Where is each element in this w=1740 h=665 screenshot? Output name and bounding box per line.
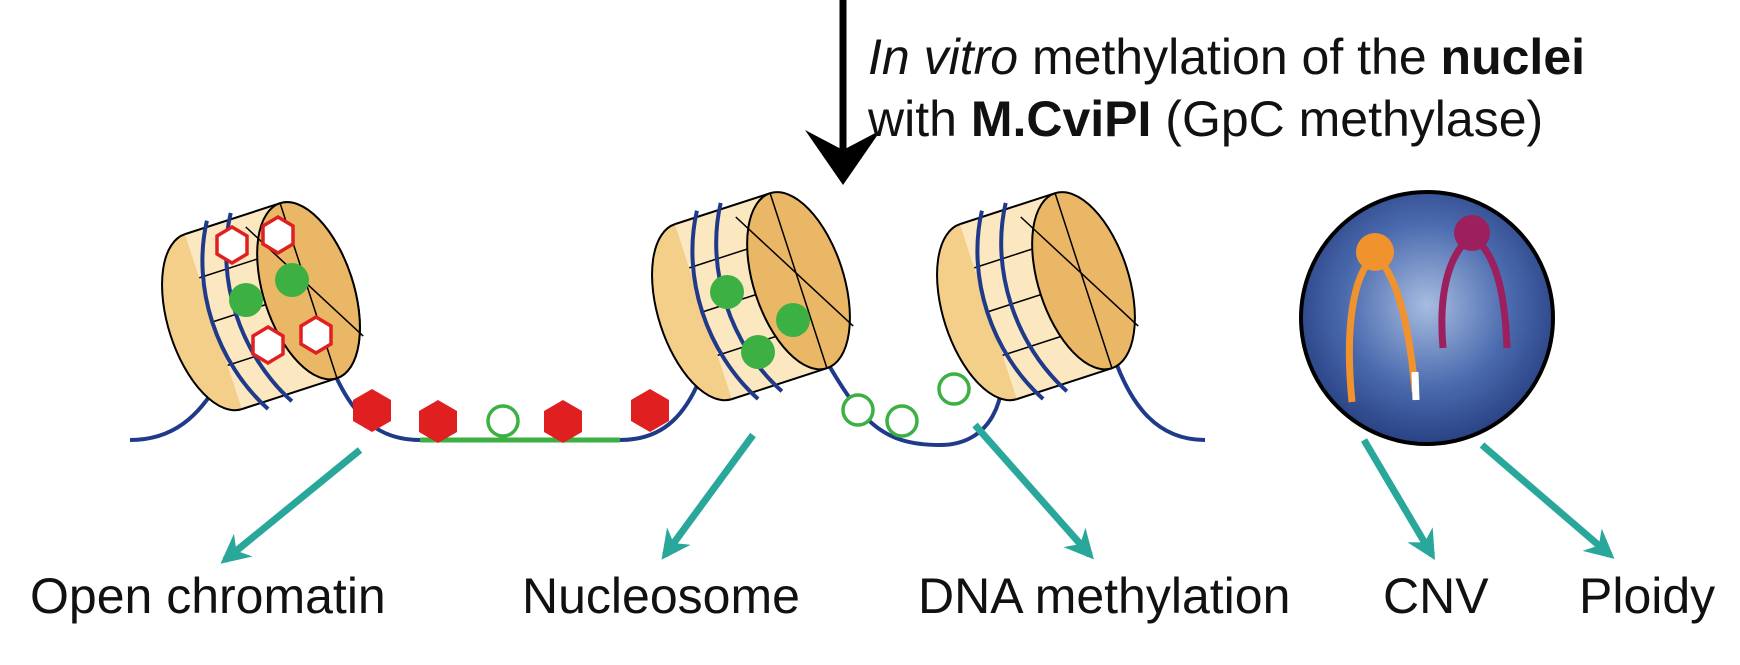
nucleosome-middle-marks	[710, 275, 810, 369]
methylated-gpc-hexagon	[353, 389, 391, 432]
methylation-caption: In vitro methylation of the nuclei with …	[868, 26, 1728, 150]
methylated-gpc-hexagon	[544, 400, 582, 443]
linker-marks	[353, 389, 669, 443]
caption-pre: with	[868, 91, 971, 147]
arrow-dna-methylation	[972, 422, 1094, 560]
arrow-open-chromatin	[220, 447, 363, 564]
caption-italic: In vitro	[868, 29, 1019, 85]
unmethylated-gpc-hexagon	[251, 324, 285, 366]
caption-line-1: In vitro methylation of the nuclei	[868, 26, 1728, 88]
unmethylated-gpc-hexagon	[299, 314, 333, 356]
caption-bold-nuclei: nuclei	[1440, 29, 1586, 85]
caption-mid: methylation of the	[1018, 29, 1441, 85]
inter-nucleosome-marks	[841, 372, 971, 438]
unmethylated-cpg-circle	[885, 404, 919, 438]
unmethylated-cpg-circle	[937, 372, 971, 406]
methylated-gpc-hexagon	[419, 400, 457, 443]
methylated-cpg-dot	[275, 263, 309, 297]
methylated-gpc-hexagon	[631, 389, 669, 432]
caption-bold-enzyme: M.CviPI	[970, 91, 1152, 147]
label-dna-methylation: DNA methylation	[918, 568, 1291, 624]
label-nucleosome: Nucleosome	[522, 568, 800, 624]
nucleosome-middle	[651, 191, 854, 402]
methylated-cpg-dot	[229, 283, 263, 317]
unmethylated-cpg-circle	[486, 404, 520, 438]
arrow-nucleosome	[661, 432, 756, 560]
nucleus	[1299, 190, 1555, 446]
caption-post: (GpC methylase)	[1151, 91, 1544, 147]
arrow-ploidy	[1479, 442, 1615, 559]
methylated-cpg-dot	[710, 275, 744, 309]
nucleosome-right	[936, 191, 1139, 402]
caption-line-2: with M.CviPI (GpC methylase)	[868, 88, 1728, 150]
outcome-arrows	[220, 422, 1615, 564]
methylation-input-arrow	[805, 0, 881, 185]
unmethylated-gpc-hexagon	[261, 214, 295, 256]
unmethylated-gpc-hexagon	[215, 224, 249, 266]
label-open-chromatin: Open chromatin	[30, 568, 386, 624]
nucleosome-left-marks	[215, 214, 333, 366]
unmethylated-cpg-circle	[841, 393, 875, 427]
methylated-cpg-dot	[741, 335, 775, 369]
label-cnv: CNV	[1383, 568, 1489, 624]
methylated-cpg-dot	[776, 303, 810, 337]
label-ploidy: Ploidy	[1579, 568, 1716, 624]
arrow-cnv	[1360, 438, 1436, 561]
